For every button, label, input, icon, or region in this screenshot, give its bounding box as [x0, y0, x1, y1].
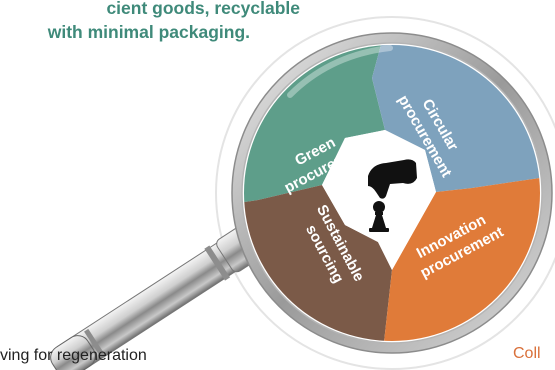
hand-holding-chess-pawn-icon — [368, 159, 417, 232]
top-description: cient goods, recyclable with minimal pac… — [0, 0, 300, 44]
bottom-right-description: Coll — [513, 345, 541, 362]
outer-faint-ring — [215, 16, 555, 370]
top-description-line-2: with minimal packaging. — [47, 22, 250, 42]
top-description-line-1: cient goods, recyclable — [106, 0, 300, 18]
bottom-left-description: ving for regeneration — [0, 347, 147, 364]
